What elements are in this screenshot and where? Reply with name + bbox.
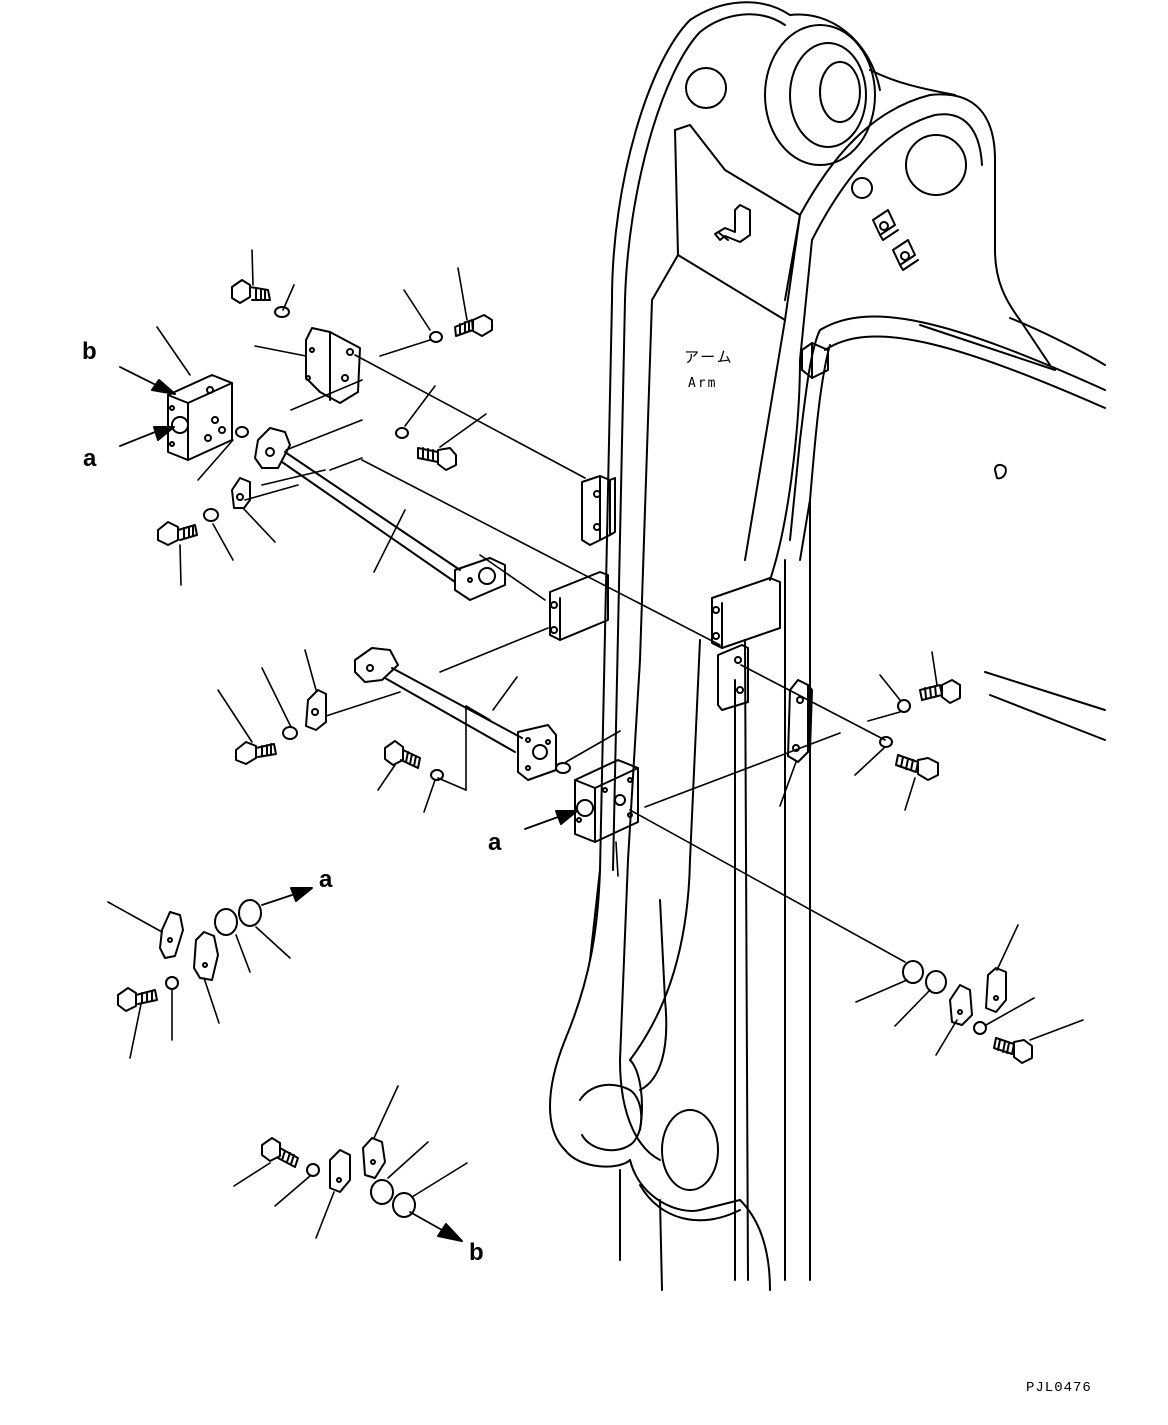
split-flange-a-1 [159, 911, 184, 959]
drawing-code: PJL0476 [1026, 1380, 1092, 1396]
split-flange-a-2 [193, 931, 219, 981]
arm-lower-body [564, 499, 811, 1291]
hose-line-1 [984, 671, 1106, 711]
washer-lower-right [973, 1021, 987, 1035]
arrow-b-lower [409, 1211, 463, 1242]
washer-mid-lower [430, 769, 444, 781]
arm-right-bosses [801, 209, 1007, 480]
washer-mid-left [203, 508, 219, 522]
arm-clamp-block-mid [549, 571, 609, 641]
arm-label-english: Arm [688, 376, 718, 391]
arm-right-plate [799, 93, 1106, 409]
leader-lines [107, 249, 1084, 1239]
split-flange-b-2 [362, 1137, 386, 1179]
hose-line-2 [989, 694, 1106, 741]
arm-center-bracket-j [714, 204, 751, 243]
arm-label-japanese: アーム [684, 348, 734, 366]
bolt-mid-right [417, 447, 457, 471]
callout-b-upper: b [82, 338, 97, 365]
bolt-bottom [261, 1137, 299, 1168]
bolt-lower-right [993, 1037, 1033, 1064]
washer-lower-left [165, 976, 179, 990]
split-flange-upper [231, 477, 251, 509]
o-ring-b-bottom [392, 1192, 416, 1218]
arrow-a-lower [261, 887, 313, 906]
arrow-a-upper [119, 426, 175, 447]
pipe-upper [254, 427, 506, 601]
callout-a-mid: a [488, 829, 502, 856]
bolt-mid-lower-left [235, 741, 277, 765]
flange-block-a [574, 759, 639, 843]
bolt-upper-right [454, 314, 493, 337]
bolt-mid-left [157, 521, 198, 546]
washer-mid-right [395, 427, 409, 439]
bracket-upper [305, 327, 361, 404]
callout-a-lower: a [319, 866, 333, 893]
washer-bottom [306, 1163, 320, 1177]
flange-plate-lower-right [925, 970, 947, 994]
flange-plate-b [370, 1179, 394, 1205]
bolt-right-upper [919, 679, 961, 704]
washer-mid-lower-left [282, 726, 298, 740]
split-flange-b-1 [329, 1149, 351, 1193]
arm-inner-web [639, 124, 831, 661]
bracket-right [787, 679, 813, 763]
split-flange-lower-right-1 [949, 984, 973, 1026]
arm-clamp-block-right [711, 577, 781, 711]
arm-top-boss [685, 13, 956, 166]
callout-a-upper: a [83, 445, 97, 472]
washer-upper-right [429, 331, 443, 343]
bolt-lower-left [117, 987, 158, 1012]
flange-plate-a [214, 908, 238, 936]
flange-block-b [167, 374, 233, 461]
split-flange-mid [305, 689, 327, 731]
o-ring-lower-right [902, 960, 924, 984]
bolt-right-lower [895, 754, 939, 781]
o-ring-a [238, 899, 262, 927]
o-ring-a-mid [555, 762, 571, 774]
arrow-a-mid [524, 810, 578, 830]
o-ring-b [235, 426, 249, 438]
washer-right-lower [879, 736, 893, 748]
washer-upper-left [274, 306, 290, 318]
arm-outer-left-contour [549, 1, 791, 1151]
callout-b-lower: b [469, 1239, 484, 1266]
washer-right-upper [897, 699, 911, 713]
arm-clamp-block-upper [581, 475, 616, 546]
bolt-mid-lower [384, 740, 421, 769]
bolt-upper-left [231, 279, 271, 304]
arrow-b-upper [119, 366, 176, 395]
split-flange-lower-right-2 [985, 967, 1007, 1013]
